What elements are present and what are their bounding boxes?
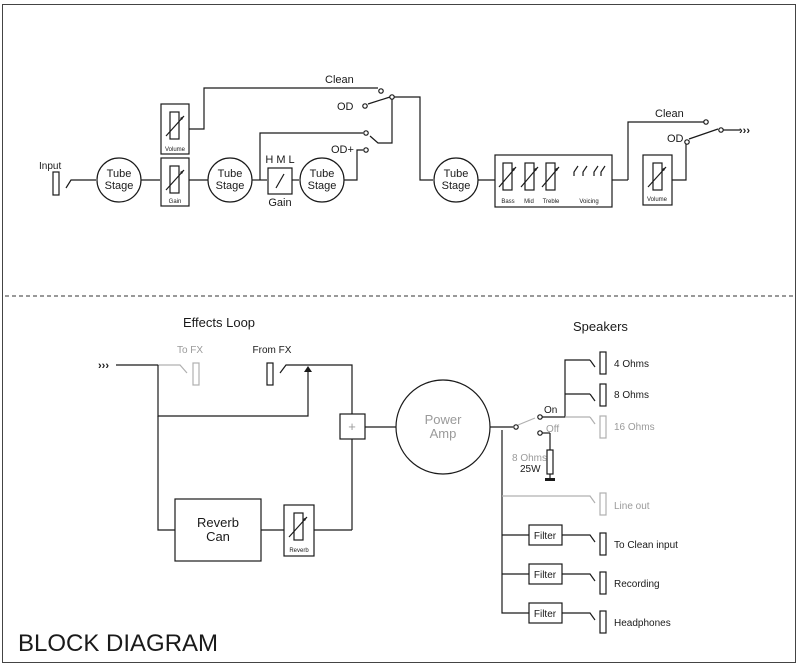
od-plus-label: OD+ [331,144,354,156]
clean-out-label: Clean [655,108,684,120]
filter-headphones-label: Filter [534,609,557,620]
load-watts-label: 25W [520,464,541,475]
power-amp-label-2: Amp [430,426,457,441]
input-jack [52,171,60,196]
page-title: BLOCK DIAGRAM [18,630,218,657]
preamp-out-arrows: ››› [739,125,750,137]
headphones-jack [599,610,607,634]
line-out-jack [599,492,607,516]
od-label: OD [337,101,354,113]
speaker-jack-16 [599,415,607,439]
off-label: Off [546,424,559,435]
line-out-label: Line out [614,501,650,512]
voicing-label: Voicing [579,199,598,205]
to-fx-jack [192,362,200,386]
tube-stage-3-label-2: Stage [308,180,337,192]
on-label: On [544,405,557,416]
effects-loop-label: Effects Loop [183,315,255,330]
filter-clean-label: Filter [534,531,557,542]
ohms-16-label: 16 Ohms [614,422,655,433]
od-out-label: OD [667,133,684,145]
ohms-8-label: 8 Ohms [614,390,649,401]
reverb-can-label-2: Can [206,529,230,544]
recording-jack [599,571,607,595]
volume-label: Volume [165,147,186,153]
hml-gain-label: Gain [268,197,291,209]
tube-stage-1-label-2: Stage [105,180,134,192]
speaker-jack-4 [599,351,607,375]
to-clean-input-label: To Clean input [614,540,678,551]
power-amp-label: Power [425,412,463,427]
dummy-load [546,449,554,475]
hml-label: H M L [265,154,294,166]
to-fx-label: To FX [177,345,203,356]
tube-stage-2-label: Tube [218,168,243,180]
plus-label: + [348,419,356,434]
load-ohms-label: 8 Ohms [512,453,547,464]
recording-label: Recording [614,579,660,590]
headphones-label: Headphones [614,618,671,629]
reverb-can [174,498,262,562]
bass-label: Bass [501,199,514,205]
frame [2,4,796,663]
reverb-can-label: Reverb [197,515,239,530]
reverb-pot-label: Reverb [289,548,309,554]
speaker-jack-8 [599,383,607,407]
gain-label: Gain [169,199,182,205]
tube-stage-3-label: Tube [310,168,335,180]
master-volume-label: Volume [647,197,668,203]
tube-stage-4-label-2: Stage [442,180,471,192]
input-label: Input [39,161,61,172]
clean-input-jack [599,532,607,556]
tube-stage-4-label: Tube [444,168,469,180]
speakers-label: Speakers [573,319,628,334]
ohms-4-label: 4 Ohms [614,359,649,370]
clean-label: Clean [325,74,354,86]
filter-recording-label: Filter [534,570,557,581]
mid-label: Mid [524,199,534,205]
tube-stage-1-label: Tube [107,168,132,180]
from-fx-label: From FX [253,345,292,356]
tube-stage-2-label-2: Stage [216,180,245,192]
treble-label: Treble [543,199,560,205]
from-fx-jack [266,362,274,386]
poweramp-in-arrows: ››› [98,360,109,372]
